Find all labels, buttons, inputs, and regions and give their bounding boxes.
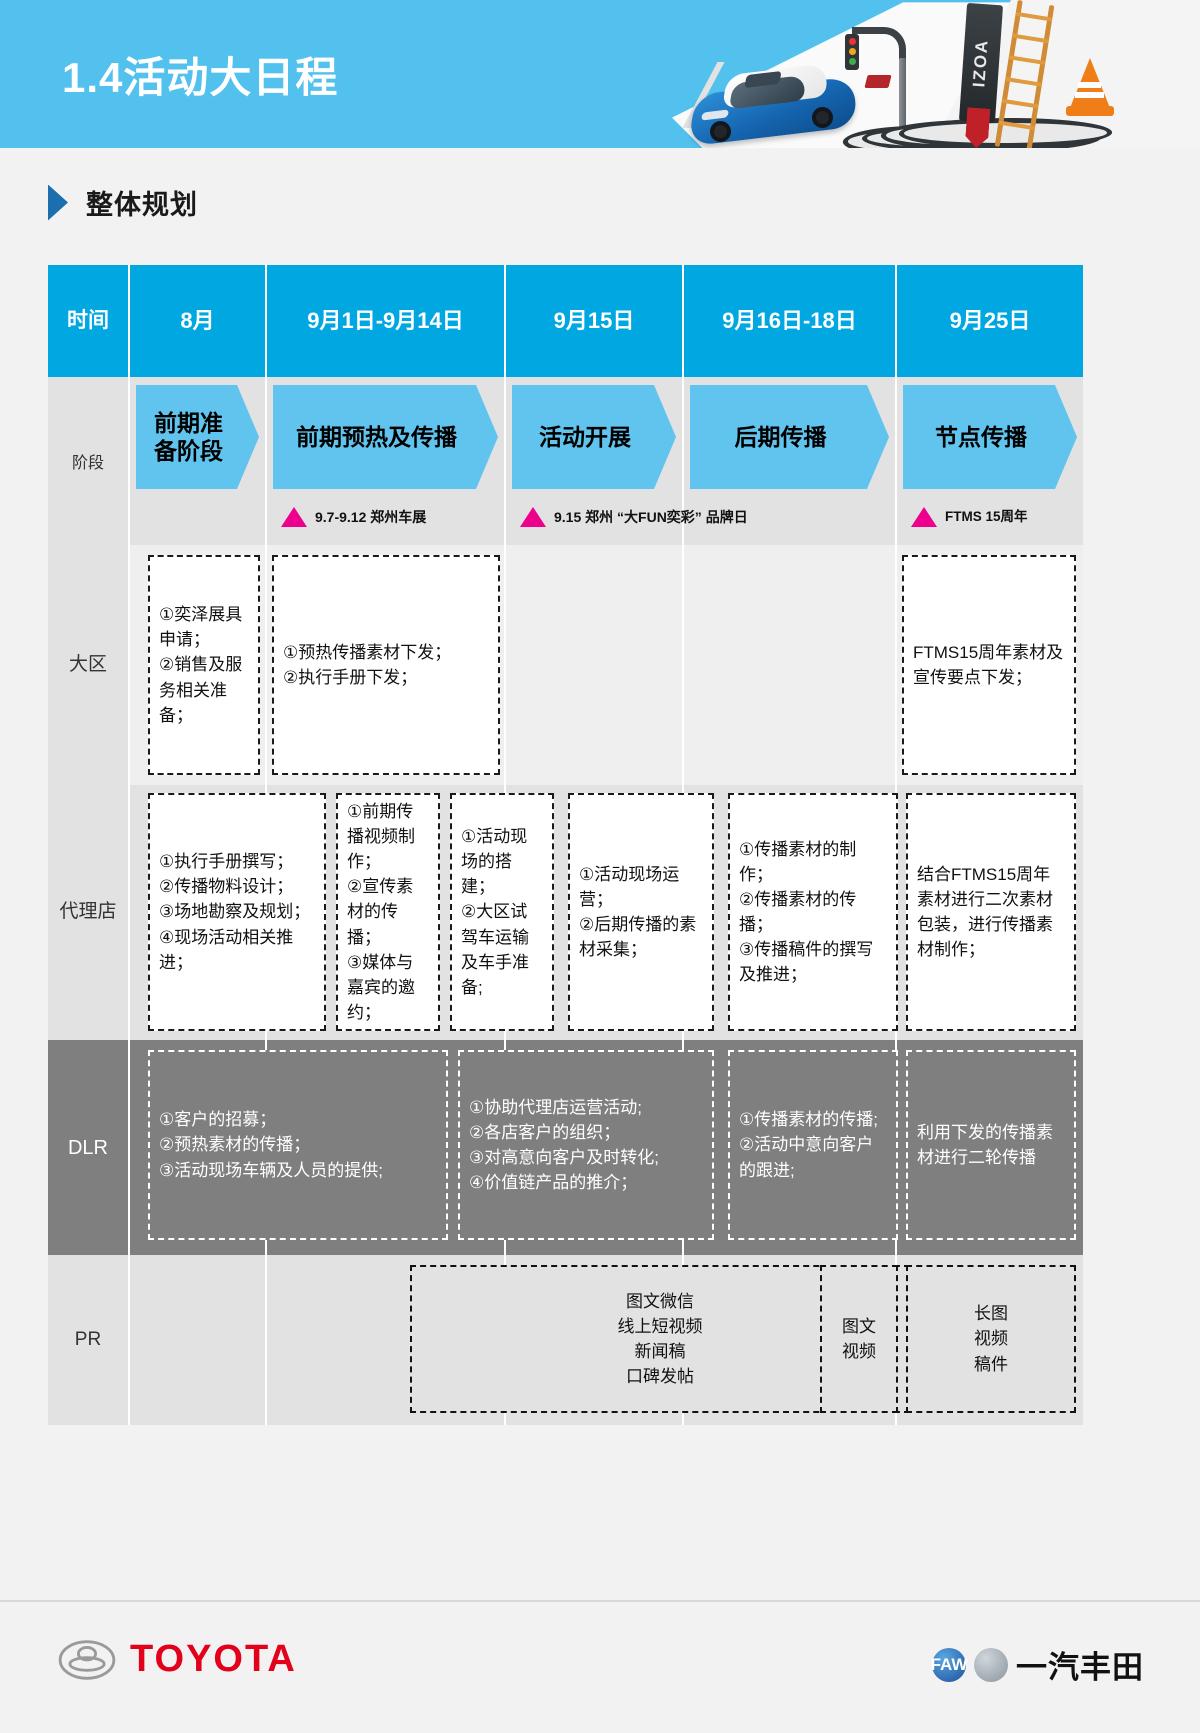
toyota-emblem-icon [58,1639,116,1680]
agency-box-col1: ①执行手册撰写； ②传播物料设计； ③场地勘察及规划； ④现场活动相关推进； [148,793,326,1031]
milestone-2: 9.15 郑州 “大FUN奕彩” 品牌日 [506,489,748,541]
schedule-table: 时间 8月 9月1日-9月14日 9月15日 9月16日-18日 9月25日 阶… [48,265,1083,1425]
toyota-logo: TOYOTA [58,1638,297,1681]
faw-emblem-icon: FAW [931,1647,967,1682]
header-cell-col1: 8月 [130,265,267,377]
phase-cell-2: 前期预热及传播 9.7-9.12 郑州车展 [267,377,506,545]
toyota-emblem-small-icon [974,1647,1008,1682]
row-label-dlr: DLR [48,1040,130,1255]
milestone-3: FTMS 15周年 [897,489,1083,541]
page-title: 1.4活动大日程 [62,54,339,101]
table-row-region: 大区 ①奕泽展具申请； ②销售及服务相关准备； ①预热传播素材下发； ②执行手册… [48,545,1083,785]
agency-box-col2a: ①前期传播视频制作； ②宣传素材的传播； ③媒体与嘉宾的邀约； [336,793,440,1031]
phase-chevron-5: 节点传播 [903,385,1077,489]
ladder-rung [998,120,1036,131]
table-row-dlr: DLR ①客户的招募； ②预热素材的传播； ③活动现场车辆及人员的提供; ①协助… [48,1040,1083,1255]
cone-stripe [1075,92,1104,98]
header-cell-time: 时间 [48,265,130,377]
agency-box-col2b: ①活动现场的搭建； ②大区试驾车运输及车手准备; [450,793,554,1031]
phase-cell-3: 活动开展 9.15 郑州 “大FUN奕彩” 品牌日 [506,377,748,545]
ladder-rung [1011,33,1050,44]
dlr-box-col4: ①传播素材的传播; ②活动中意向客户的跟进; [728,1050,898,1240]
dlr-box-col5: 利用下发的传播素材进行二轮传播 [906,1050,1076,1240]
row-label-region: 大区 [48,545,130,785]
section-title: 整体规划 [86,190,198,220]
region-box-col1: ①奕泽展具申请； ②销售及服务相关准备； [148,555,260,775]
table-header-row: 时间 8月 9月1日-9月14日 9月15日 9月16日-18日 9月25日 [48,265,1083,377]
page-header: 1.4活动大日程 IZOA [0,0,1200,148]
cone-base [1066,106,1114,116]
pr-cells: 图文微信 线上短视频 新闻稿 口碑发帖 图文 视频 长图 视频 稿件 [130,1255,1083,1425]
header-cell-col3: 9月15日 [506,265,684,377]
traffic-light-red [849,38,856,45]
phase-chevron-4: 后期传播 [690,385,889,489]
row-label-pr: PR [48,1255,130,1425]
car-wheel-front [710,121,731,142]
triangle-marker-icon [911,507,937,527]
row-label-agency: 代理店 [48,785,130,1040]
region-box-col2: ①预热传播素材下发； ②执行手册下发； [272,555,500,775]
milestone-1: 9.7-9.12 郑州车展 [267,489,504,541]
header-cell-col4: 9月16日-18日 [684,265,897,377]
cone-stripe [1078,82,1101,88]
traffic-cone-icon [1066,58,1114,118]
table-phase-row: 阶段 前期准备阶段 前期预热及传播 9.7-9.12 郑州车展 活动开展 9.1… [48,377,1083,545]
agency-box-col4: ①传播素材的制作； ②传播素材的传播； ③传播稿件的撰写及推进； [728,793,898,1031]
ladder-rung [1015,11,1053,22]
agency-box-col5: 结合FTMS15周年素材进行二次素材包装，进行传播素材制作； [906,793,1076,1031]
play-arrow-icon [48,184,68,221]
traffic-light-icon [845,34,859,70]
phase-chevron-2: 前期预热及传播 [273,385,498,489]
phase-row-label: 阶段 [48,377,130,545]
table-row-pr: PR 图文微信 线上短视频 新闻稿 口碑发帖 图文 视频 长图 视频 稿件 [48,1255,1083,1425]
phase-cell-5: 节点传播 FTMS 15周年 [897,377,1083,545]
section-heading: 整体规划 [48,183,198,222]
table-row-agency: 代理店 ①执行手册撰写； ②传播物料设计； ③场地勘察及规划； ④现场活动相关推… [48,785,1083,1040]
phase-cell-1: 前期准备阶段 [130,377,267,545]
faw-toyota-logo: FAW 一汽丰田 [931,1642,1144,1687]
agency-cells: ①执行手册撰写； ②传播物料设计； ③场地勘察及规划； ④现场活动相关推进； ①… [130,785,1083,1040]
footer-divider [0,1600,1200,1602]
pr-box-col5: 长图 视频 稿件 [906,1265,1076,1413]
banner-sign-label: IZOA [969,38,992,88]
phase-chevron-1: 前期准备阶段 [136,385,259,489]
ladder-rung [1008,55,1046,65]
pr-box-col4: 图文 视频 [820,1265,898,1413]
road-sign-icon [864,75,892,88]
car-wheel-rear [812,107,833,128]
traffic-light-pole [899,58,906,146]
ladder-rung [1004,76,1043,87]
region-cells: ①奕泽展具申请； ②销售及服务相关准备； ①预热传播素材下发； ②执行手册下发；… [130,545,1083,785]
header-cell-col2: 9月1日-9月14日 [267,265,506,377]
milestone-1-label: 9.7-9.12 郑州车展 [315,508,427,525]
car-illustration [686,55,872,147]
toyota-wordmark: TOYOTA [130,1638,297,1680]
dlr-box-col3: ①协助代理店运营活动; ②各店客户的组织； ③对高意向客户及时转化; ④价值链产… [458,1050,714,1240]
milestone-3-label: FTMS 15周年 [945,508,1028,524]
dlr-box-col1: ①客户的招募； ②预热素材的传播； ③活动现场车辆及人员的提供; [148,1050,448,1240]
traffic-light-arm [852,27,906,61]
triangle-marker-icon [520,507,546,527]
faw-wordmark: 一汽丰田 [1016,1650,1144,1685]
ladder-rung [1001,98,1039,109]
coil-stack-icon [838,118,1117,148]
agency-box-col3: ①活动现场运营； ②后期传播的素材采集； [568,793,714,1031]
triangle-marker-icon [281,507,307,527]
region-box-col5: FTMS15周年素材及宣传要点下发； [902,555,1076,775]
header-cell-col5: 9月25日 [897,265,1083,377]
dlr-cells: ①客户的招募； ②预热素材的传播； ③活动现场车辆及人员的提供; ①协助代理店运… [130,1040,1083,1255]
phase-cell-4: 后期传播 [684,377,897,545]
traffic-light-green [849,58,856,65]
milestone-2-label: 9.15 郑州 “大FUN奕彩” 品牌日 [554,508,748,525]
phase-chevron-3: 活动开展 [512,385,676,489]
traffic-light-yellow [849,48,856,55]
